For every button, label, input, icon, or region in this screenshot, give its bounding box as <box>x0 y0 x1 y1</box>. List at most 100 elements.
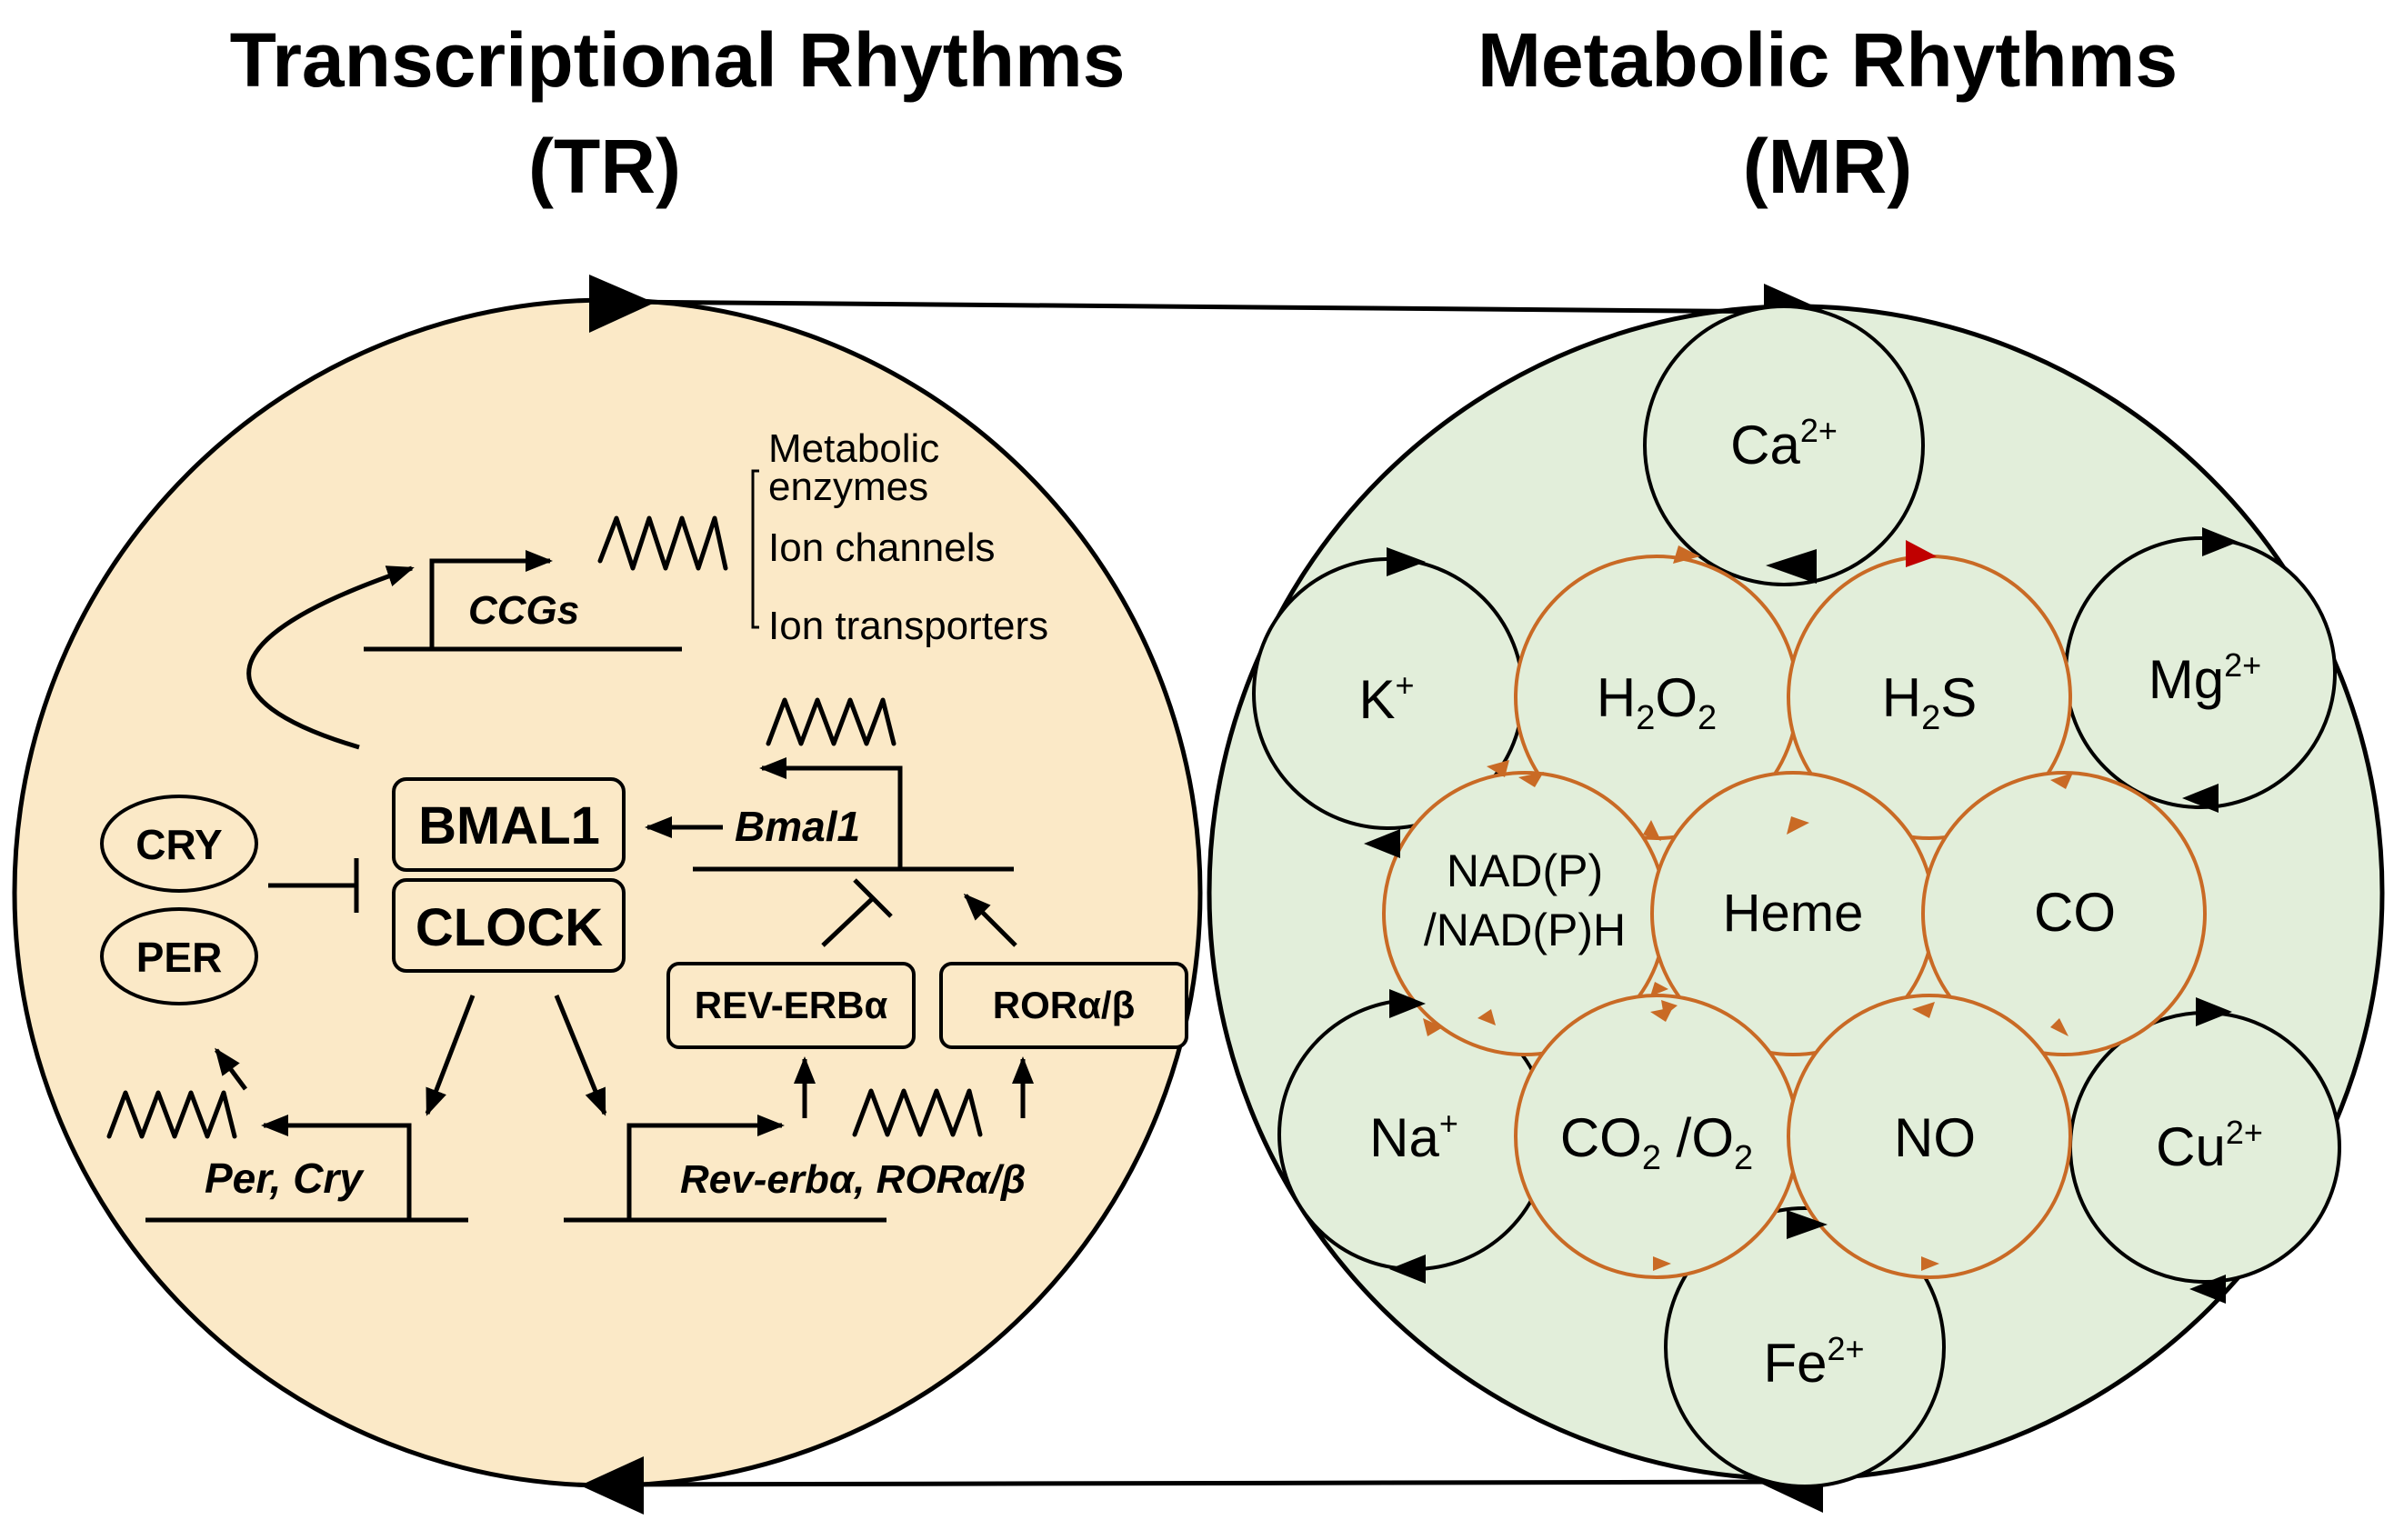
red-arrowhead-icon <box>1906 540 1937 567</box>
bmal1-oscillation <box>766 697 896 746</box>
h2s-p1: H <box>1882 667 1921 728</box>
no-circle <box>1787 994 2072 1279</box>
mg-label: Mg2+ <box>2149 646 2261 710</box>
arrowhead-icon <box>1477 1009 1496 1025</box>
mr-title-line1: Metabolic Rhythms <box>1477 17 2178 103</box>
arrowhead-icon <box>2050 1018 2068 1036</box>
h2o2-s1: 2 <box>1636 699 1655 737</box>
ca-base: Ca <box>1730 415 1800 475</box>
mg-base: Mg <box>2149 649 2224 710</box>
rev-erb-box <box>666 962 916 1049</box>
arrowhead-icon <box>2182 784 2219 813</box>
arrowhead-icon <box>1650 982 1668 996</box>
arrowhead-icon <box>1787 816 1809 835</box>
ca-circle <box>1643 305 1925 586</box>
cu-base: Cu <box>2156 1116 2226 1177</box>
arrowhead-icon <box>1423 1018 1443 1036</box>
fe-label: Fe2+ <box>1763 1330 1864 1394</box>
co2o2-s1: 2 <box>1642 1139 1661 1177</box>
nadp-line1: NAD(P) <box>1447 845 1603 896</box>
co2o2-label: CO2 /O2 <box>1560 1107 1753 1177</box>
fe-charge: 2+ <box>1827 1330 1864 1367</box>
no-label: NO <box>1894 1107 1976 1168</box>
bmal1-gene-label: Bmal1 <box>735 803 860 850</box>
h2s-label: H2S <box>1882 667 1978 737</box>
rev-erb-oscillation <box>852 1088 983 1137</box>
arrowhead-icon <box>1787 1210 1828 1239</box>
arrowhead-icon <box>2050 773 2073 789</box>
heme-label: Heme <box>1723 884 1864 943</box>
tr-title-line2: (TR) <box>528 124 681 209</box>
h2o2-label: H2O2 <box>1597 667 1717 737</box>
arrowhead-icon <box>1643 820 1661 841</box>
bmal1-protein-label: BMAL1 <box>418 796 600 855</box>
mg-charge: 2+ <box>2224 646 2261 684</box>
target-enzymes: enzymes <box>768 465 928 509</box>
targets-bracket <box>751 469 759 629</box>
k-base: K <box>1358 669 1395 730</box>
arrowhead-icon <box>1673 545 1700 564</box>
to-rev-erb-arrow <box>554 995 607 1116</box>
na-base: Na <box>1369 1107 1439 1168</box>
arrowhead-icon <box>2202 527 2239 556</box>
per-label: PER <box>136 934 223 981</box>
rev-erb-label: REV-ERBα <box>695 984 888 1026</box>
ror-box <box>939 962 1188 1049</box>
k-label: K+ <box>1358 666 1414 730</box>
arrowhead-icon <box>1912 1002 1935 1018</box>
per-cry-to-protein-arrow <box>214 1047 248 1091</box>
target-metabolic: Metabolic <box>768 426 939 471</box>
ccgs-oscillation <box>597 515 728 571</box>
arrowhead-icon <box>2196 997 2232 1026</box>
arrowhead-icon <box>1387 547 1426 576</box>
h2o2-p2: O <box>1655 667 1698 728</box>
arrowhead-icon <box>1518 772 1544 787</box>
arrowhead-icon <box>2189 1275 2226 1304</box>
to-per-cry-arrow <box>425 995 476 1116</box>
fe-base: Fe <box>1763 1333 1827 1394</box>
per-cry-promoter-arrow <box>261 1115 412 1220</box>
ccgs-promoter-arrow <box>429 550 553 649</box>
arrowhead-icon <box>1653 1256 1671 1271</box>
arrowhead-icon <box>1364 829 1400 858</box>
arrowhead-icon <box>580 1456 644 1515</box>
co2o2-s2: 2 <box>1734 1139 1753 1177</box>
ccgs-label: CCGs <box>468 588 579 633</box>
co2o2-p2: /O <box>1661 1107 1734 1168</box>
curved-activation-arrow <box>246 565 415 750</box>
na-charge: + <box>1439 1105 1458 1142</box>
rev-erb-ror-gene-label: Rev-erbα, RORα/β <box>680 1157 1026 1202</box>
rev-erb-inhibition-bar <box>853 878 893 918</box>
target-ion-channels: Ion channels <box>768 525 996 570</box>
tr-title-line1: Transcriptional Rhythms <box>230 17 1126 103</box>
arrowhead-icon <box>589 275 655 333</box>
na-label: Na+ <box>1369 1105 1458 1168</box>
rev-erb-promoter-arrow <box>626 1115 785 1220</box>
per-ellipse <box>100 907 258 1005</box>
h2o2-p1: H <box>1597 667 1636 728</box>
clock-protein-label: CLOCK <box>416 898 603 957</box>
bottom-connector-line <box>606 1479 1797 1487</box>
per-cry-gene-label: Per, Cry <box>205 1155 365 1202</box>
co2o2-p1: CO <box>1560 1107 1642 1168</box>
ca-charge: 2+ <box>1800 412 1838 449</box>
ror-label: RORα/β <box>993 984 1135 1026</box>
arrowhead-icon <box>1766 549 1817 584</box>
bmal1-promoter-arrow <box>759 757 903 869</box>
target-ion-transporters: Ion transporters <box>768 604 1048 648</box>
co-circle <box>1921 771 2207 1056</box>
h2o2-s2: 2 <box>1698 699 1717 737</box>
arrowhead-icon <box>1650 1007 1673 1022</box>
cu-charge: 2+ <box>2226 1114 2263 1151</box>
cry-label: CRY <box>135 821 222 868</box>
arrowhead-icon <box>1487 760 1509 777</box>
k-charge: + <box>1396 666 1415 704</box>
arrowhead-icon <box>1389 1255 1426 1284</box>
mr-title-line2: (MR) <box>1743 124 1913 209</box>
orange-arrowheads <box>1423 545 2073 1271</box>
fe-circle <box>1664 1206 1946 1488</box>
nadp-line2: /NAD(P)H <box>1424 905 1626 955</box>
bmal1-box <box>392 777 626 872</box>
co-label: CO <box>2034 882 2116 943</box>
